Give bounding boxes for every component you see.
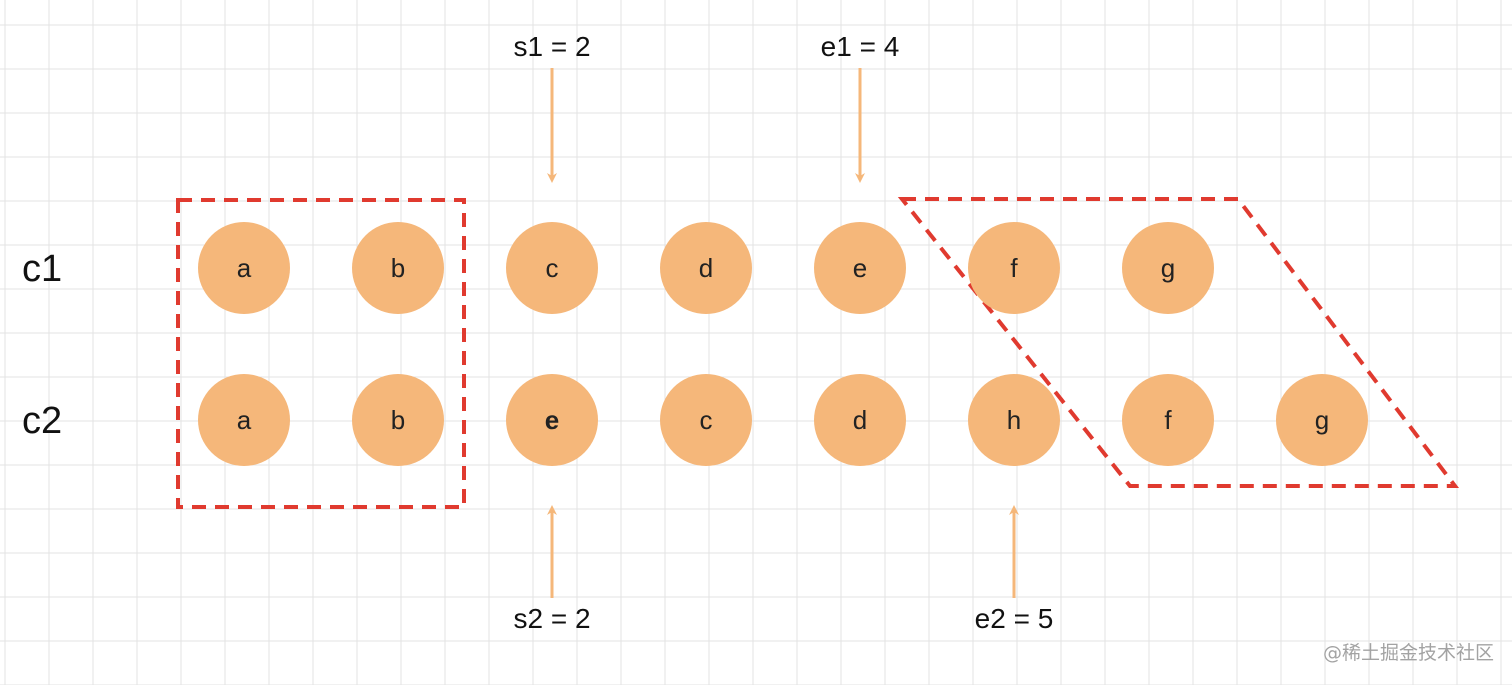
node-label: c xyxy=(700,405,713,435)
pointers: s1 = 2 e1 = 4 s2 = 2 e2 = 5 xyxy=(513,31,1053,634)
node-label: f xyxy=(1010,253,1018,283)
node-label: b xyxy=(391,253,405,283)
node-label: d xyxy=(699,253,713,283)
pointer-e1: e1 = 4 xyxy=(821,31,900,183)
pointer-label: e2 = 5 xyxy=(975,603,1054,634)
node-label: h xyxy=(1007,405,1021,435)
node-c1-1: b xyxy=(352,222,444,314)
node-c2-0: a xyxy=(198,374,290,466)
node-circle xyxy=(352,222,444,314)
node-circle xyxy=(1122,222,1214,314)
dashed-regions xyxy=(176,197,1460,509)
node-circle xyxy=(1122,374,1214,466)
node-circle xyxy=(198,222,290,314)
pointer-label: s1 = 2 xyxy=(513,31,590,62)
node-c2-5: h xyxy=(968,374,1060,466)
row-label-c2: c2 xyxy=(22,400,62,442)
watermark: @稀土掘金技术社区 xyxy=(1322,642,1494,664)
node-c1-0: a xyxy=(198,222,290,314)
node-circle xyxy=(660,222,752,314)
node-circle xyxy=(968,374,1060,466)
node-c2-4: d xyxy=(814,374,906,466)
node-label: g xyxy=(1161,253,1175,283)
node-circle xyxy=(352,374,444,466)
node-circle xyxy=(198,374,290,466)
node-c2-7: g xyxy=(1276,374,1368,466)
pointer-label: e1 = 4 xyxy=(821,31,900,62)
node-c2-2: e xyxy=(506,374,598,466)
node-circle xyxy=(506,374,598,466)
node-circle xyxy=(660,374,752,466)
node-label: e xyxy=(853,253,867,283)
node-c1-3: d xyxy=(660,222,752,314)
node-label: e xyxy=(545,405,559,435)
row-label-c1: c1 xyxy=(22,248,62,290)
node-label: g xyxy=(1315,405,1329,435)
node-c2-3: c xyxy=(660,374,752,466)
row-labels: c1 c2 xyxy=(22,248,62,442)
node-circle xyxy=(968,222,1060,314)
common-prefix-region xyxy=(176,198,466,509)
node-circle xyxy=(1276,374,1368,466)
node-c1-5: f xyxy=(968,222,1060,314)
node-c2-6: f xyxy=(1122,374,1214,466)
node-c1-6: g xyxy=(1122,222,1214,314)
node-circle xyxy=(814,374,906,466)
pointer-label: s2 = 2 xyxy=(513,603,590,634)
node-label: a xyxy=(237,405,252,435)
pointer-e2: e2 = 5 xyxy=(975,505,1054,634)
node-label: f xyxy=(1164,405,1172,435)
node-c1-2: c xyxy=(506,222,598,314)
pointer-s1: s1 = 2 xyxy=(513,31,591,183)
node-c2-1: b xyxy=(352,374,444,466)
node-label: b xyxy=(391,405,405,435)
node-label: a xyxy=(237,253,252,283)
node-label: d xyxy=(853,405,867,435)
node-circle xyxy=(814,222,906,314)
nodes: a b c d e f g a b e c d h f g xyxy=(198,222,1368,466)
pointer-s2: s2 = 2 xyxy=(513,505,591,634)
node-circle xyxy=(506,222,598,314)
common-suffix-region xyxy=(897,197,1460,488)
node-label: c xyxy=(546,253,559,283)
node-c1-4: e xyxy=(814,222,906,314)
